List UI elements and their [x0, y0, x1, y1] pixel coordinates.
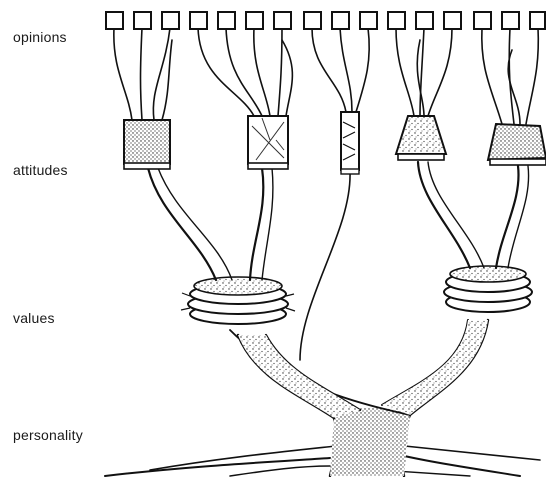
trunk-and-roots — [105, 415, 540, 476]
attitude-box-1 — [124, 120, 170, 169]
opinion-box — [162, 12, 179, 29]
attitude-to-opinion-branches — [114, 28, 538, 124]
attitude-box-2 — [248, 116, 288, 169]
opinion-box — [304, 12, 321, 29]
label-attitudes: attitudes — [13, 162, 68, 178]
opinion-box — [246, 12, 263, 29]
label-values: values — [13, 310, 55, 326]
opinion-box — [444, 12, 461, 29]
opinion-box — [360, 12, 377, 29]
left-limb-shading — [238, 335, 360, 418]
opinion-box — [416, 12, 433, 29]
opinion-box — [106, 12, 123, 29]
opinion-box — [332, 12, 349, 29]
opinion-box — [530, 12, 545, 29]
attitude-box-3 — [341, 112, 359, 174]
label-personality: personality — [13, 427, 83, 443]
opinion-box — [502, 12, 519, 29]
attitude-box-5 — [488, 124, 546, 165]
opinion-box — [190, 12, 207, 29]
value-ring-right — [444, 266, 532, 312]
opinion-box — [134, 12, 151, 29]
right-limb-shading — [382, 320, 488, 415]
opinion-box — [218, 12, 235, 29]
opinion-box — [388, 12, 405, 29]
attitude-box-4 — [396, 116, 446, 160]
opinion-box — [474, 12, 491, 29]
label-opinions: opinions — [13, 29, 67, 45]
trunk-shading — [330, 407, 410, 476]
value-ring-left — [181, 277, 295, 324]
opinion-box — [274, 12, 291, 29]
opinion-boxes — [106, 12, 545, 29]
